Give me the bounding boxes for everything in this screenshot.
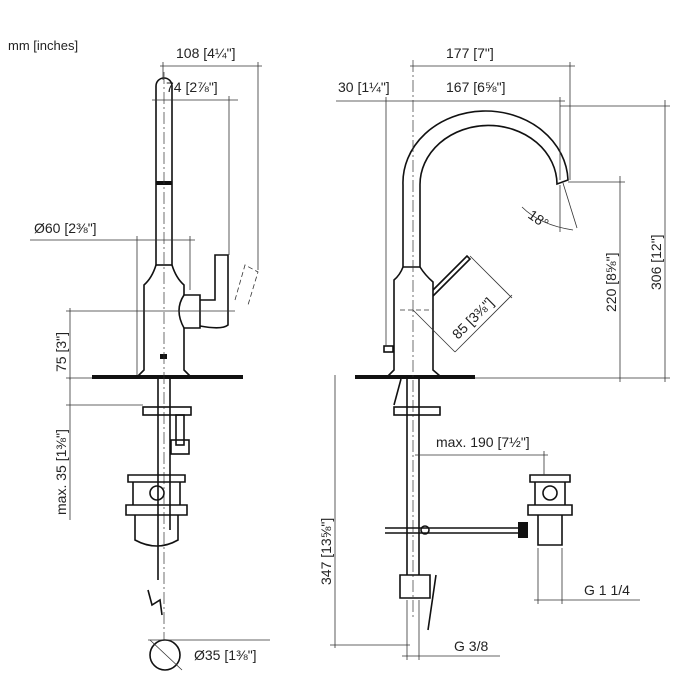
dim-74: 74 [2⅞"] xyxy=(166,79,218,95)
supply-fittings xyxy=(399,574,431,599)
lever xyxy=(432,254,472,297)
dim-220: 220 [8⅝"] xyxy=(603,253,619,312)
side-view-dimensions: 108 [4¼"] 74 [2⅞"] Ø60 [2⅜"] 75 [3"] max… xyxy=(30,45,270,663)
dim-30: 30 [1¼"] xyxy=(338,79,390,95)
dim-max-190: max. 190 [7½"] xyxy=(436,434,530,450)
front-view-dimensions: 177 [7"] 30 [1¼"] 167 [6⅝"] 306 [12"] 22… xyxy=(318,45,670,660)
side-view-faucet xyxy=(92,72,259,671)
lever-open-position xyxy=(234,264,259,306)
dim-108: 108 [4¼"] xyxy=(176,45,235,61)
dim-177: 177 [7"] xyxy=(446,45,494,61)
dim-angle-18: 18° xyxy=(525,206,552,231)
dim-347: 347 [13⅝"] xyxy=(318,518,334,585)
pull-rod xyxy=(147,589,163,616)
countertop xyxy=(92,375,243,379)
popup-drain xyxy=(527,474,573,546)
dim-75: 75 [3"] xyxy=(53,332,69,372)
countertop xyxy=(355,375,475,379)
dim-g-3-8: G 3/8 xyxy=(454,638,488,654)
mounting-nut xyxy=(393,406,441,416)
gooseneck-spout xyxy=(402,110,569,267)
dim-g-1-1-4: G 1 1/4 xyxy=(584,582,630,598)
dim-max-35: max. 35 [1⅜"] xyxy=(53,429,69,515)
units-label: mm [inches] xyxy=(8,38,78,53)
popup-drain xyxy=(125,474,188,547)
dim-167: 167 [6⅝"] xyxy=(446,79,505,95)
lever-handle xyxy=(199,254,229,329)
dim-60: Ø60 [2⅜"] xyxy=(34,220,97,236)
dim-hole-35: Ø35 [1⅜"] xyxy=(194,647,257,663)
dim-85: 85 [3⅜"] xyxy=(449,294,497,342)
dim-306: 306 [12"] xyxy=(648,234,664,290)
handle-knob xyxy=(178,294,201,329)
body-outline xyxy=(387,266,441,377)
front-view-faucet xyxy=(355,60,578,631)
mounting-nut xyxy=(142,406,192,416)
body-outline xyxy=(137,264,191,377)
